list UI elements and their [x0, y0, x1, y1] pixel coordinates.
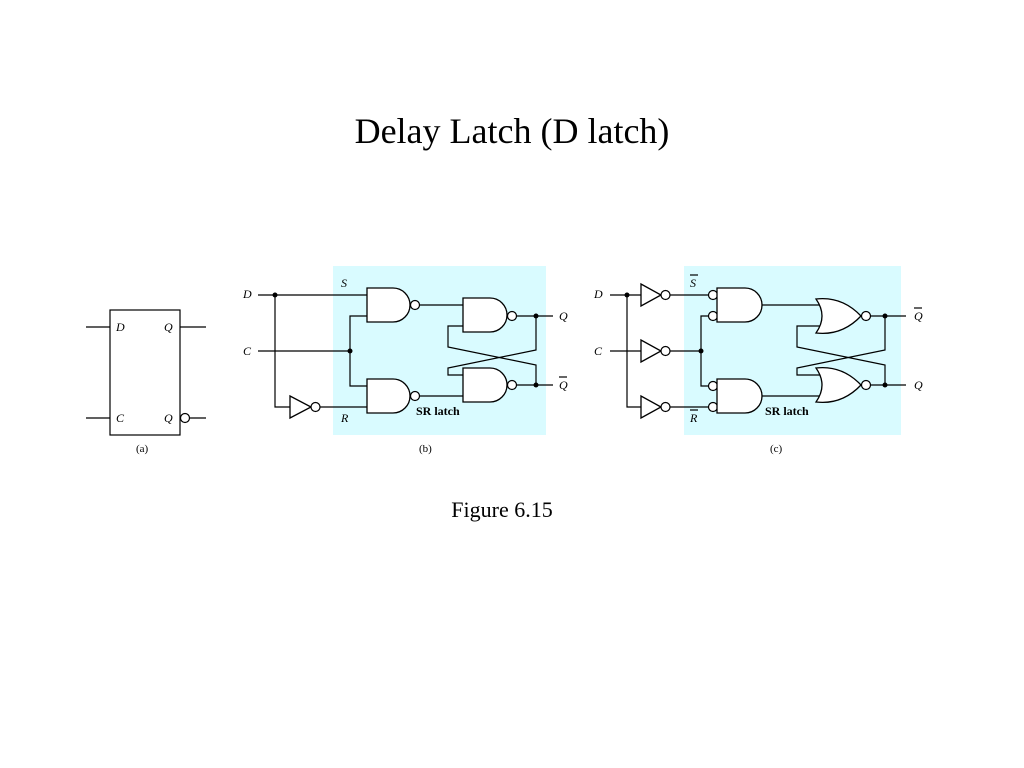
input-bubble	[707, 289, 719, 301]
pin-label-qbar: Q	[164, 411, 173, 425]
d-to-inverter-wire	[626, 295, 641, 408]
pin-label-q: Q	[164, 320, 173, 334]
panel-b-nand-d-latch: D C S R Q Q S	[242, 266, 568, 455]
latch-nand-gate	[462, 297, 508, 333]
sublabel-c: (c)	[770, 443, 783, 455]
panel-c-nand-nor-d-latch: D C S R	[593, 266, 923, 455]
signal-label-r: R	[340, 411, 349, 425]
feedback-wire	[447, 316, 537, 376]
signal-label-s: S	[341, 276, 347, 290]
and-gate	[716, 287, 763, 323]
feedback-wire	[796, 325, 886, 385]
sublabel-b: (b)	[419, 443, 432, 455]
inverter-gate	[289, 394, 313, 420]
latch-nand-gate	[462, 367, 508, 403]
nor-bubble	[860, 310, 872, 322]
nand-gate	[366, 287, 411, 323]
inverter-bubble	[310, 401, 321, 413]
pin-label-d: D	[115, 320, 125, 334]
input-label-c: C	[594, 344, 603, 358]
input-bubble	[707, 401, 719, 413]
latch-or-gate	[814, 297, 862, 335]
nand-gate	[366, 378, 411, 414]
c-fanout-wire	[349, 315, 367, 387]
panel-a-d-latch-symbol: D C Q Q (a)	[86, 309, 206, 455]
output-label-q: Q	[914, 378, 923, 392]
nand-bubble	[506, 379, 518, 391]
slide-title: Delay Latch (D latch)	[354, 111, 670, 151]
inverter-bubble	[660, 289, 671, 301]
nand-bubble	[409, 299, 421, 311]
feedback-wire	[796, 316, 886, 376]
inverter-bubble	[660, 401, 671, 413]
latch-or-gate	[814, 366, 862, 404]
latch-block	[109, 309, 181, 436]
sr-latch-label: SR latch	[416, 404, 460, 418]
nand-bubble	[506, 310, 518, 322]
pin-label-c: C	[116, 411, 125, 425]
output-label-qbar: Q	[914, 309, 923, 323]
inverter-gate	[640, 338, 663, 364]
cbar-fanout-wire	[700, 315, 709, 387]
and-gate	[716, 378, 763, 414]
nand-bubble	[409, 390, 421, 402]
figure-caption: Figure 6.15	[451, 497, 553, 522]
output-label-q: Q	[559, 309, 568, 323]
sr-latch-label: SR latch	[765, 404, 809, 418]
inversion-bubble	[179, 412, 191, 424]
inverter-gate	[640, 394, 663, 420]
inverter-gate	[640, 282, 663, 308]
input-label-d: D	[593, 287, 603, 301]
signal-label-rbar: R	[689, 411, 698, 425]
output-label-qbar: Q	[559, 378, 568, 392]
input-bubble	[707, 380, 719, 392]
signal-label-sbar: S	[690, 276, 696, 290]
nor-bubble	[860, 379, 872, 391]
sublabel-a: (a)	[136, 443, 149, 455]
input-label-c: C	[243, 344, 252, 358]
input-bubble	[707, 310, 719, 322]
inverter-bubble	[660, 345, 671, 357]
d-to-inverter-wire	[274, 295, 290, 408]
feedback-wire	[447, 325, 537, 385]
input-label-d: D	[242, 287, 252, 301]
